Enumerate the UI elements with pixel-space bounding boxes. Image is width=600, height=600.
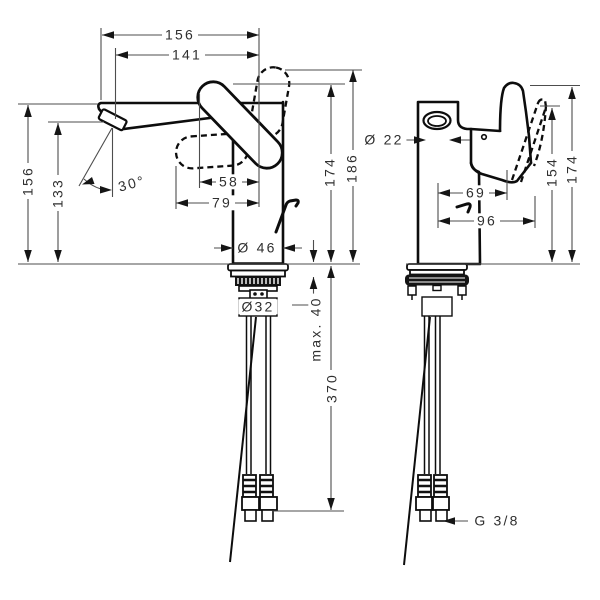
dim-label-outlet-diameter: Ø 22 xyxy=(361,131,407,148)
dim-label-spout-reach-total: 156 xyxy=(162,26,198,43)
dim-label-shank-diameter: Ø32 xyxy=(238,298,278,315)
pull-rod xyxy=(229,316,257,563)
dim-label-handle-offset: 69 xyxy=(463,184,489,201)
front-view xyxy=(403,81,548,566)
dim-label-handle-reach: 79 xyxy=(209,194,235,211)
dim-label-height-154: 154 xyxy=(543,154,560,190)
dim-label-height-handle-open: 186 xyxy=(343,150,360,186)
handle-solid xyxy=(196,80,284,170)
dim-label-max-counter-thickness: max. 40 xyxy=(307,293,324,365)
hose-connectors-front xyxy=(415,474,450,522)
dim-label-handle-swing: 96 xyxy=(474,212,500,229)
pull-rod-front xyxy=(403,316,431,566)
pull-rod-knob xyxy=(274,198,300,234)
dim-label-handle-depth: 58 xyxy=(216,173,242,190)
pull-rod-knob-front xyxy=(455,202,472,214)
dim-label-spout-reach-outlet: 141 xyxy=(169,46,205,63)
handle-dashed-up xyxy=(249,66,291,138)
dim-label-height-174: 174 xyxy=(563,151,580,187)
dim-label-outlet-height: 133 xyxy=(49,175,66,211)
handle-dashed-front xyxy=(510,98,548,183)
handle-screw xyxy=(480,133,488,141)
dim-label-hose-length: 370 xyxy=(323,370,340,406)
dim-label-body-diameter: Ø 46 xyxy=(234,239,280,256)
hose-connectors-side xyxy=(241,474,278,522)
dim-label-height-handle: 174 xyxy=(321,154,338,190)
dim-label-spout-height: 156 xyxy=(19,163,36,199)
dim-label-thread: G 3/8 xyxy=(471,512,523,529)
